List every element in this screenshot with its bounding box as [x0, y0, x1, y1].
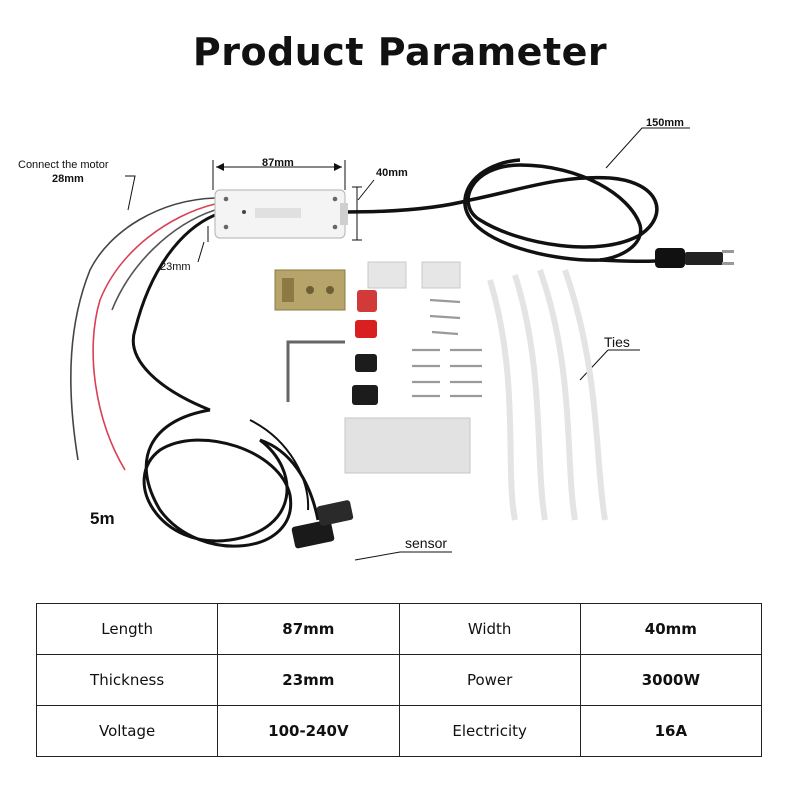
table-row: Voltage 100-240V Electricity 16A [35, 705, 763, 757]
param-value: 23mm [217, 654, 400, 706]
page-title: Product Parameter [192, 30, 608, 74]
table-row: Length 87mm Width 40mm [35, 603, 763, 655]
box-length-label: 87mm [262, 157, 294, 169]
screws [412, 298, 482, 398]
product-illustration: Connect the motor 28mm 87mm 40mm 23mm 15… [18, 117, 734, 561]
dimension-lines [125, 127, 690, 561]
power-plug [655, 248, 734, 268]
param-key: Thickness [35, 654, 219, 706]
sensor-label: sensor [405, 535, 447, 551]
power-cable-length-label: 150mm [646, 117, 684, 129]
ties-label: Ties [604, 334, 630, 350]
adhesive-pads-top [367, 261, 461, 289]
param-key: Voltage [35, 705, 219, 757]
param-value: 87mm [217, 603, 400, 655]
adhesive-pad-sheet [344, 417, 471, 474]
param-key: Length [35, 603, 219, 655]
cable-ties [487, 269, 608, 521]
motor-wires [70, 197, 216, 471]
controller-box [214, 189, 348, 239]
sensor-cable [131, 213, 320, 548]
param-value: 16A [579, 705, 763, 757]
param-value: 40mm [579, 603, 763, 655]
param-key: Width [398, 603, 581, 655]
wire-length-label: 28mm [52, 173, 84, 185]
parameter-table: Length 87mm Width 40mm Thickness 23mm Po… [35, 603, 763, 757]
table-row: Thickness 23mm Power 3000W [35, 654, 763, 706]
param-value: 3000W [579, 654, 763, 706]
box-width-label: 40mm [376, 167, 408, 179]
magnetic-sensor [291, 500, 354, 549]
param-key: Electricity [398, 705, 581, 757]
mounting-bracket [274, 269, 346, 311]
allen-key [286, 340, 345, 402]
sensor-cable-length-label: 5m [90, 509, 115, 528]
box-thickness-label: 23mm [160, 261, 191, 273]
param-value: 100-240V [217, 705, 400, 757]
dimension-arrowheads [216, 163, 342, 171]
param-key: Power [398, 654, 581, 706]
connect-motor-label: Connect the motor [18, 159, 109, 171]
cable-clips [352, 290, 378, 405]
